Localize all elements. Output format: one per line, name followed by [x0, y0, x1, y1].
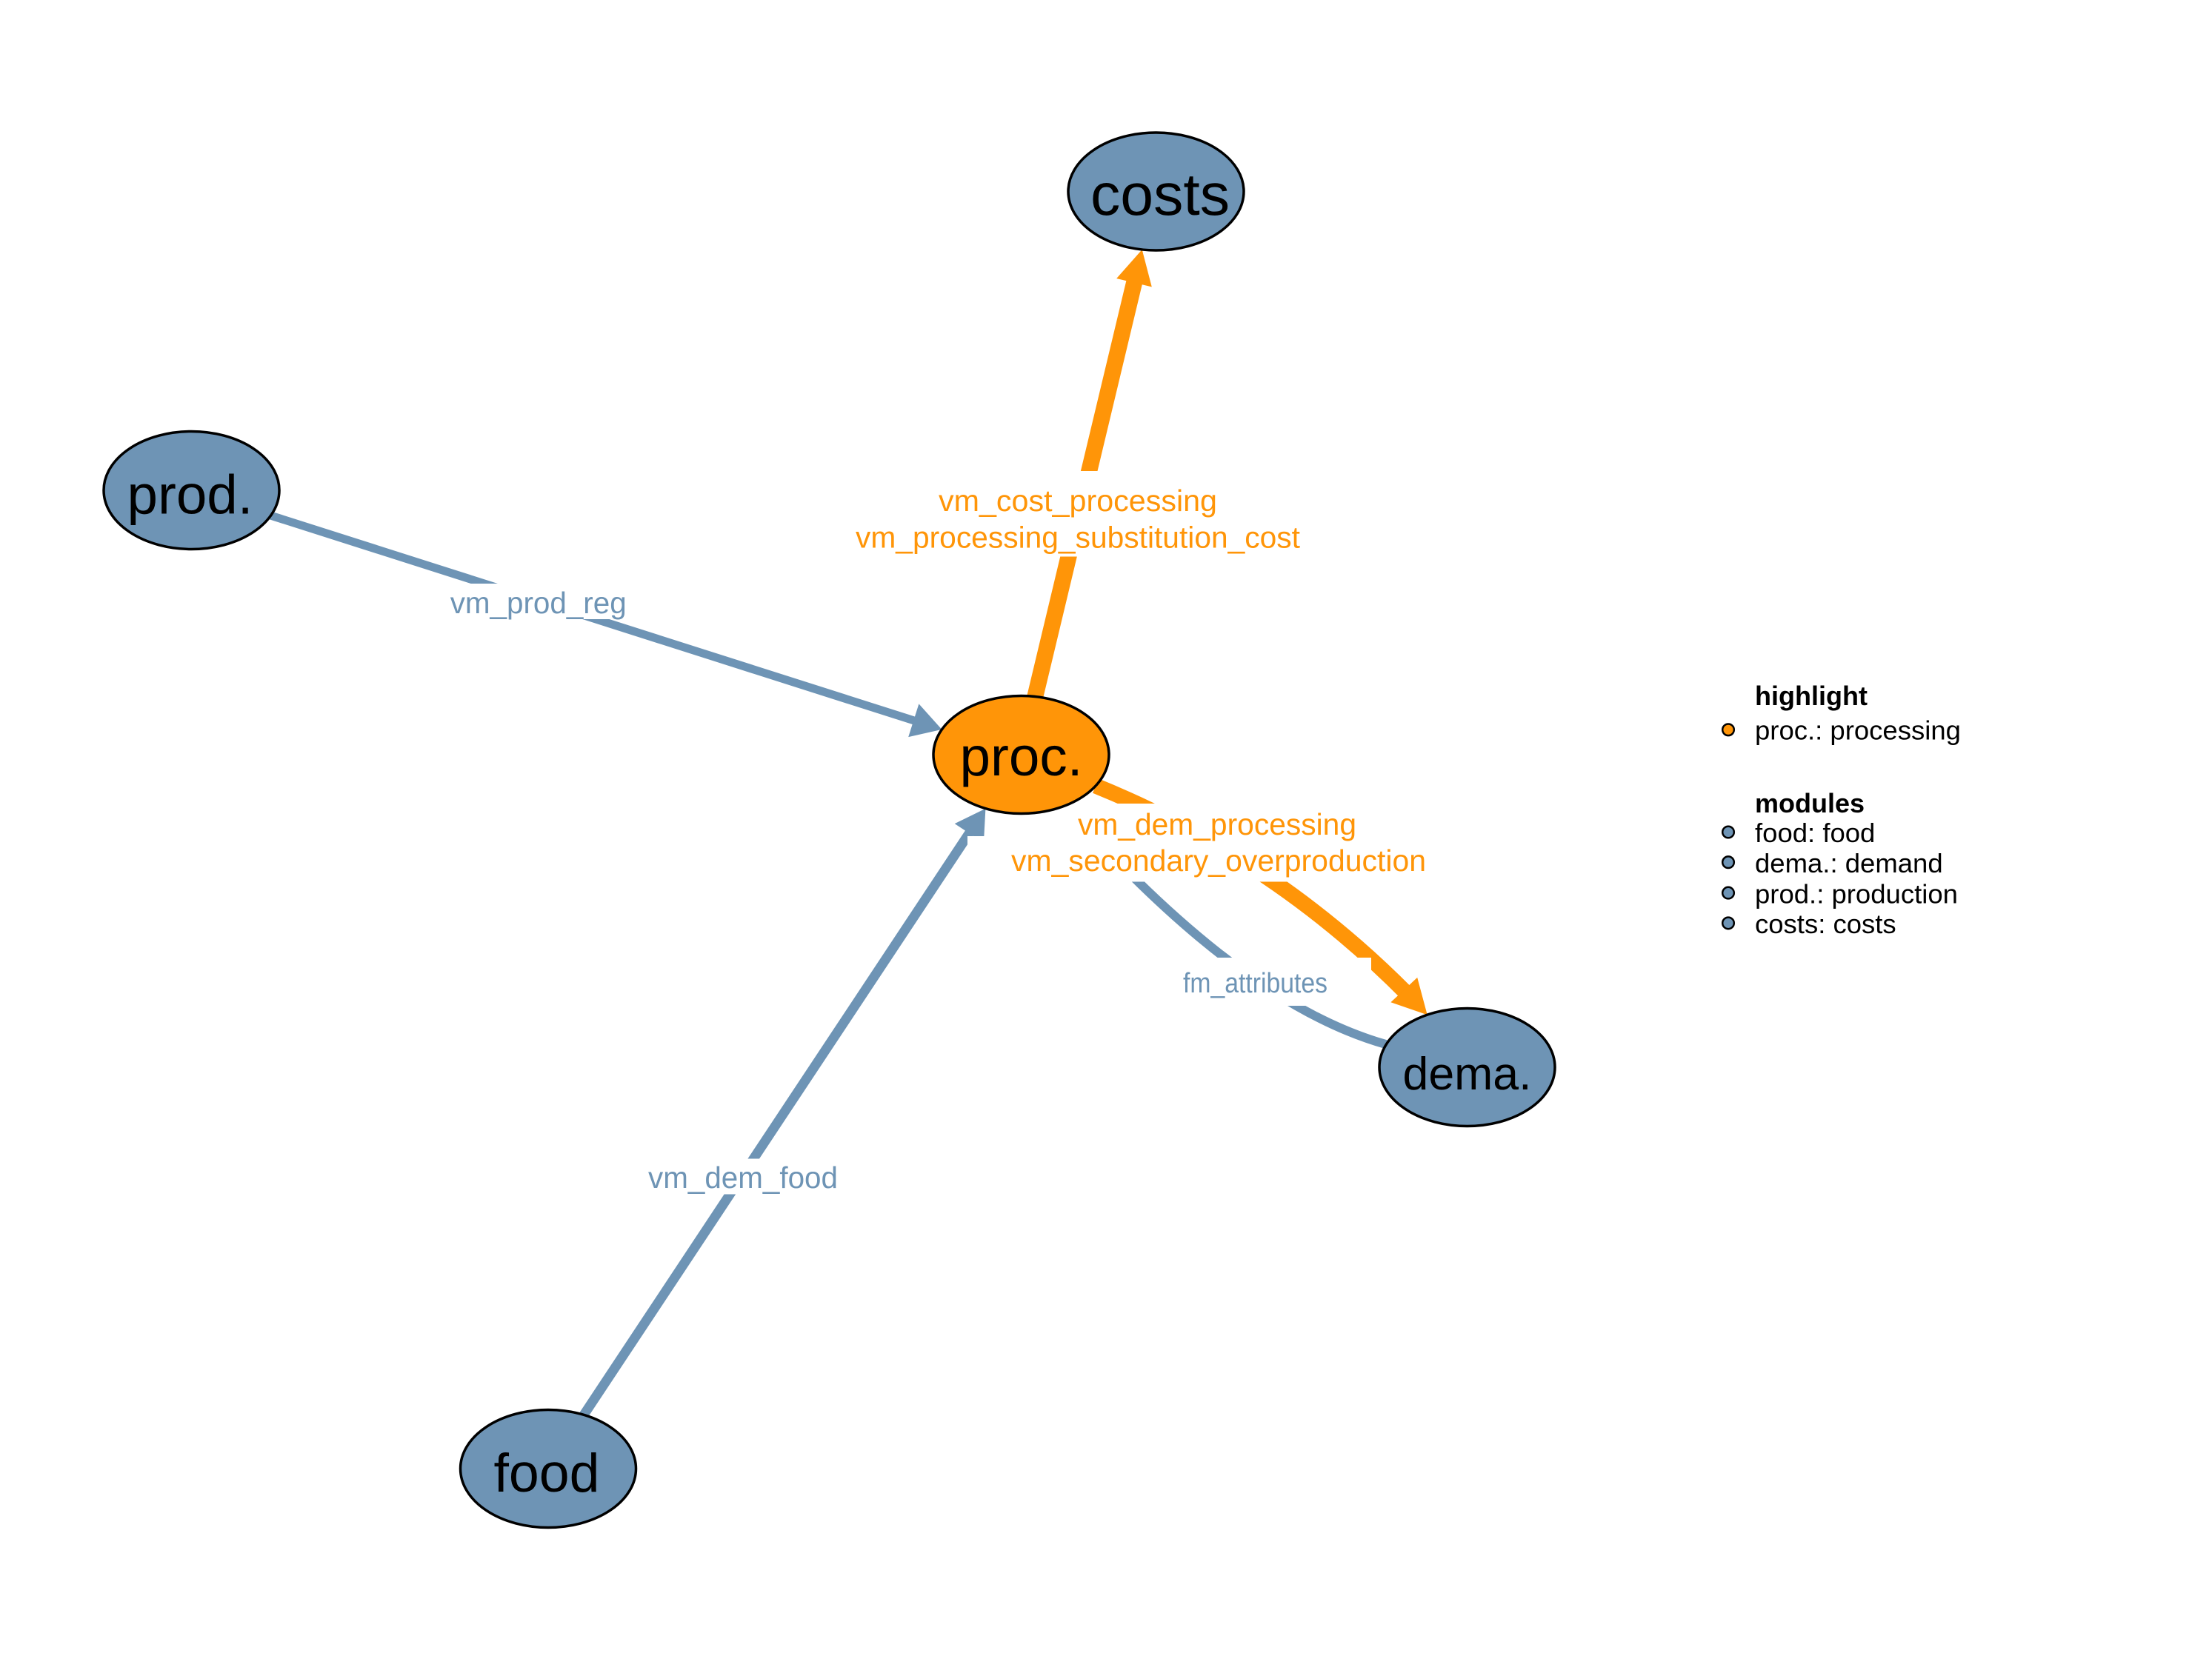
- svg-text:food: food: [494, 1443, 600, 1503]
- svg-text:dema.: demand: dema.: demand: [1755, 848, 1943, 878]
- svg-text:vm_processing_substitution_cos: vm_processing_substitution_cost: [856, 521, 1300, 555]
- svg-text:vm_prod_reg: vm_prod_reg: [450, 586, 627, 620]
- svg-text:fm_attributes: fm_attributes: [1183, 968, 1327, 999]
- svg-text:vm_cost_processing: vm_cost_processing: [939, 484, 1217, 518]
- svg-text:food: food: food: food: [1755, 818, 1875, 848]
- svg-text:proc.: processing: proc.: processing: [1755, 715, 1961, 746]
- svg-text:modules: modules: [1755, 788, 1865, 818]
- svg-text:costs: costs: [1090, 161, 1230, 227]
- svg-text:proc.: proc.: [960, 726, 1083, 787]
- svg-text:vm_dem_food: vm_dem_food: [648, 1161, 838, 1195]
- svg-text:costs: costs: costs: costs: [1755, 909, 1896, 939]
- svg-text:prod.: prod.: [127, 464, 253, 526]
- svg-text:dema.: dema.: [1403, 1048, 1532, 1100]
- svg-text:vm_dem_processing: vm_dem_processing: [1078, 807, 1356, 841]
- svg-text:vm_secondary_overproduction: vm_secondary_overproduction: [1011, 844, 1426, 878]
- svg-text:prod.: production: prod.: production: [1755, 878, 1958, 909]
- svg-text:highlight: highlight: [1755, 681, 1868, 711]
